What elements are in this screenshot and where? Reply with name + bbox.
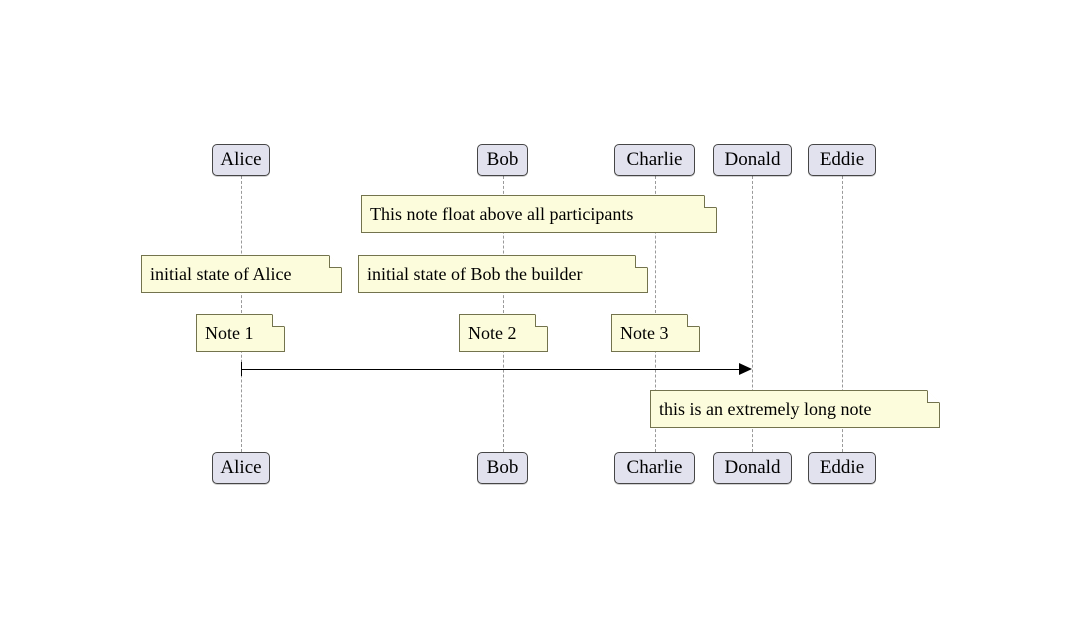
note-label: Note 2 — [468, 322, 517, 343]
note-body — [361, 195, 717, 233]
note-body — [141, 255, 342, 293]
note-over-all-participants[interactable]: This note float above all participants — [361, 195, 717, 233]
participant-alice-top[interactable]: Alice — [212, 144, 270, 176]
lifeline-eddie — [842, 176, 843, 452]
note-body — [358, 255, 648, 293]
note-label: Note 1 — [205, 322, 254, 343]
participant-alice-bottom[interactable]: Alice — [212, 452, 270, 484]
participant-charlie-top[interactable]: Charlie — [614, 144, 695, 176]
note-label: Note 3 — [620, 322, 669, 343]
note-body — [611, 314, 700, 352]
note-extremely-long[interactable]: this is an extremely long note — [650, 390, 940, 428]
participant-donald-top[interactable]: Donald — [713, 144, 792, 176]
lifeline-donald — [752, 176, 753, 452]
participant-bob-bottom[interactable]: Bob — [477, 452, 528, 484]
note-3[interactable]: Note 3 — [611, 314, 700, 352]
participant-eddie-bottom[interactable]: Eddie — [808, 452, 876, 484]
note-label: this is an extremely long note — [659, 398, 872, 419]
note-label: initial state of Bob the builder — [367, 263, 583, 284]
note-initial-state-bob[interactable]: initial state of Bob the builder — [358, 255, 648, 293]
message-arrowhead-icon — [739, 363, 752, 375]
note-initial-state-alice[interactable]: initial state of Alice — [141, 255, 342, 293]
note-body — [459, 314, 548, 352]
participant-bob-top[interactable]: Bob — [477, 144, 528, 176]
message-line-alice-to-donald[interactable] — [241, 369, 739, 370]
participant-eddie-top[interactable]: Eddie — [808, 144, 876, 176]
note-body — [196, 314, 285, 352]
note-label: This note float above all participants — [370, 203, 634, 224]
note-label: initial state of Alice — [150, 263, 292, 284]
note-2[interactable]: Note 2 — [459, 314, 548, 352]
note-1[interactable]: Note 1 — [196, 314, 285, 352]
participant-donald-bottom[interactable]: Donald — [713, 452, 792, 484]
note-body — [650, 390, 940, 428]
participant-charlie-bottom[interactable]: Charlie — [614, 452, 695, 484]
